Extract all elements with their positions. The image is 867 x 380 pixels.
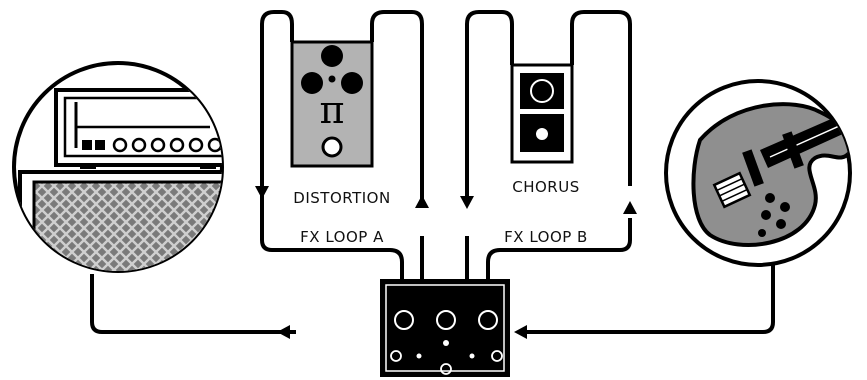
fx-loop-a-label: FX LOOP A xyxy=(300,228,384,246)
chorus-label: CHORUS xyxy=(512,178,579,196)
distortion-label: DISTORTION xyxy=(293,189,390,207)
amplifier-icon xyxy=(12,61,224,273)
distortion-pedal-icon: π xyxy=(290,40,374,168)
bass-guitar-icon xyxy=(664,79,852,267)
pi-symbol: π xyxy=(320,88,345,132)
cables xyxy=(90,10,775,334)
arrow-icon xyxy=(255,186,637,339)
chorus-pedal-icon xyxy=(510,63,574,164)
fx-loop-b-label: FX LOOP B xyxy=(504,228,588,246)
looper-pedal-icon xyxy=(380,279,510,377)
